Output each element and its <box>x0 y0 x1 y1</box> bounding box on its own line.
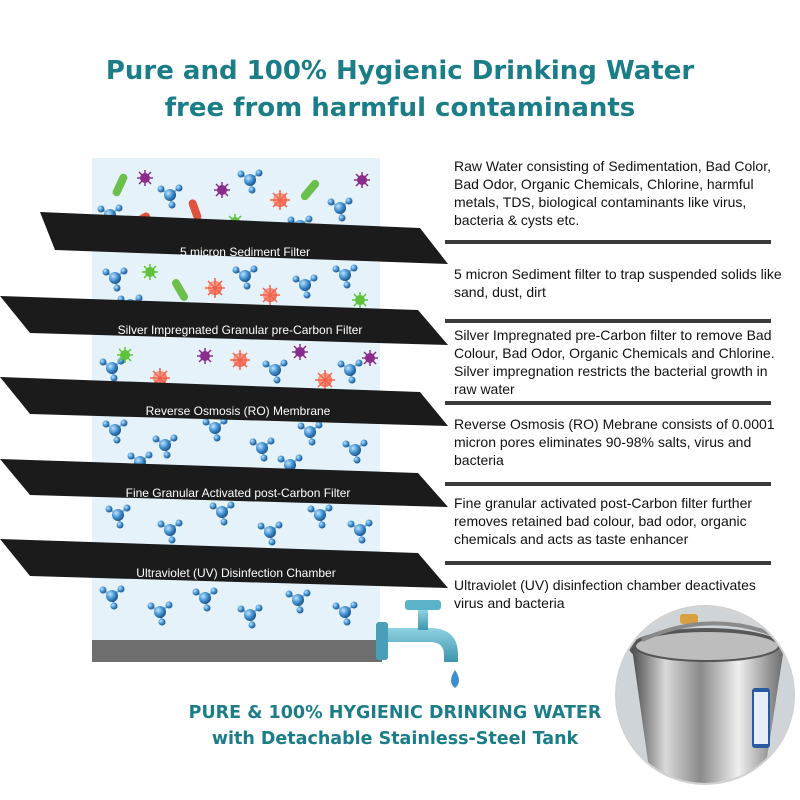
steel-tank-icon <box>615 605 795 785</box>
description-dividers <box>445 240 771 565</box>
layer-label-pre-carbon: Silver Impregnated Granular pre-Carbon F… <box>118 323 363 337</box>
description-post-carbon: Fine granular activated post-Carbon filt… <box>454 495 753 547</box>
description-raw-water: Raw Water consisting of Sedimentation, B… <box>454 158 771 228</box>
water-drop-icon <box>451 670 459 688</box>
filter-plate-uv: Ultraviolet (UV) Disinfection Chamber <box>0 539 448 588</box>
description-uv: Ultraviolet (UV) disinfection chamber de… <box>454 577 756 611</box>
filter-plate-ro: Reverse Osmosis (RO) Membrane <box>0 377 448 426</box>
filter-plate-post-carbon: Fine Granular Activated post-Carbon Filt… <box>0 459 448 507</box>
water-tap-icon <box>376 600 458 662</box>
title-line-1: Pure and 100% Hygienic Drinking Water <box>105 56 695 87</box>
layer-label-uv: Ultraviolet (UV) Disinfection Chamber <box>136 566 335 580</box>
layer-label-sediment: 5 micron Sediment Filter <box>180 245 310 259</box>
column-base <box>92 640 382 662</box>
layer-label-post-carbon: Fine Granular Activated post-Carbon Filt… <box>126 486 351 500</box>
filter-plate-sediment: 5 micron Sediment Filter <box>40 212 448 264</box>
description-pre-carbon: Silver Impregnated pre-Carbon filter to … <box>454 327 775 397</box>
title-line-2: free from harmful contaminants <box>164 93 636 124</box>
footer-tagline: PURE & 100% HYGIENIC DRINKING WATER with… <box>160 700 630 752</box>
description-sediment: 5 micron Sediment filter to trap suspend… <box>454 266 782 300</box>
layer-label-ro: Reverse Osmosis (RO) Membrane <box>146 404 331 418</box>
footer-line-2: with Detachable Stainless-Steel Tank <box>211 729 579 749</box>
page-title: Pure and 100% Hygienic Drinking Water fr… <box>0 53 800 127</box>
footer-line-1: PURE & 100% HYGIENIC DRINKING WATER <box>188 703 602 723</box>
description-ro: Reverse Osmosis (RO) Mebrane consists of… <box>454 416 775 468</box>
filter-plate-pre-carbon: Silver Impregnated Granular pre-Carbon F… <box>0 296 448 345</box>
